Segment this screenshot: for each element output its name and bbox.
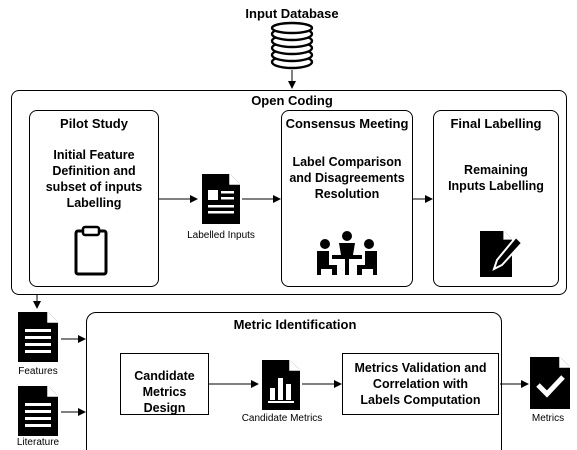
consensus-meeting-description: Label Comparison and Disagreements Resol…	[289, 155, 405, 201]
pilot-study-title: Pilot Study	[60, 116, 128, 131]
metric-identification-container	[86, 312, 502, 450]
meeting-people-icon	[317, 231, 377, 275]
final-labelling-title: Final Labelling	[450, 116, 542, 131]
chart-document-icon	[262, 360, 300, 410]
candidate-metrics-label: Candidate Metrics	[241, 413, 323, 424]
open-coding-container	[11, 90, 567, 295]
metric-identification-title: Metric Identification	[233, 317, 357, 332]
metrics-validation-box: Metrics Validation and Correlation with …	[342, 353, 499, 415]
document-icon	[202, 174, 240, 224]
open-coding-title: Open Coding	[251, 93, 333, 108]
literature-document-icon	[18, 386, 58, 436]
final-labelling-description: Remaining Inputs Labelling	[448, 163, 544, 193]
edit-document-icon	[480, 231, 524, 277]
consensus-meeting-title: Consensus Meeting	[285, 116, 409, 131]
clipboard-icon	[74, 225, 108, 276]
input-database-label: Input Database	[245, 6, 339, 21]
literature-label: Literature	[16, 437, 60, 448]
checkmark-document-icon	[530, 357, 570, 409]
metrics-validation-text: Metrics Validation and Correlation with …	[354, 361, 487, 407]
pilot-study-description: Initial Feature Definition and subset of…	[45, 148, 143, 210]
metrics-label: Metrics	[531, 413, 565, 424]
candidate-metrics-design-text: Candidate Metrics Design	[134, 369, 195, 415]
candidate-metrics-design-box: Candidate Metrics Design	[120, 353, 209, 415]
features-document-icon	[18, 312, 58, 362]
labelled-inputs-label: Labelled Inputs	[187, 230, 255, 241]
database-icon	[270, 21, 314, 70]
features-label: Features	[18, 366, 58, 377]
